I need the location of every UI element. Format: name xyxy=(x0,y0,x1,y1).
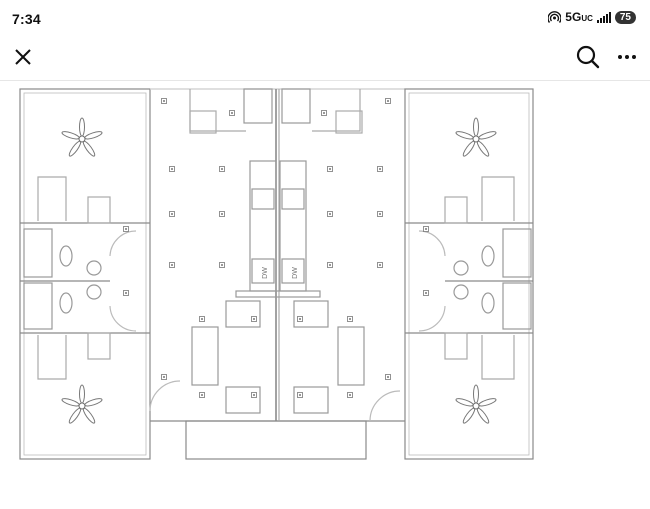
ceiling-fan-icon xyxy=(60,384,104,425)
status-time: 7:34 xyxy=(12,11,41,27)
dishwasher-label: DW xyxy=(292,267,299,279)
search-icon[interactable] xyxy=(574,43,602,71)
network-label: 5GUC xyxy=(565,10,593,24)
viewer-toolbar xyxy=(0,38,650,81)
ceiling-fan-icon xyxy=(454,117,498,158)
status-bar: 7:34 5GUC 75 xyxy=(0,0,650,38)
floor-plan-image[interactable]: DW DW xyxy=(0,81,650,471)
battery-icon: 75 xyxy=(614,10,636,24)
close-icon[interactable] xyxy=(10,44,36,70)
signal-icon xyxy=(596,11,611,23)
ceiling-fan-icon xyxy=(60,117,104,158)
system-indicators: 5GUC 75 xyxy=(548,10,636,24)
hotspot-icon xyxy=(548,10,562,23)
more-icon[interactable] xyxy=(614,46,640,68)
ceiling-fan-icon xyxy=(454,384,498,425)
dishwasher-label: DW xyxy=(262,267,269,279)
